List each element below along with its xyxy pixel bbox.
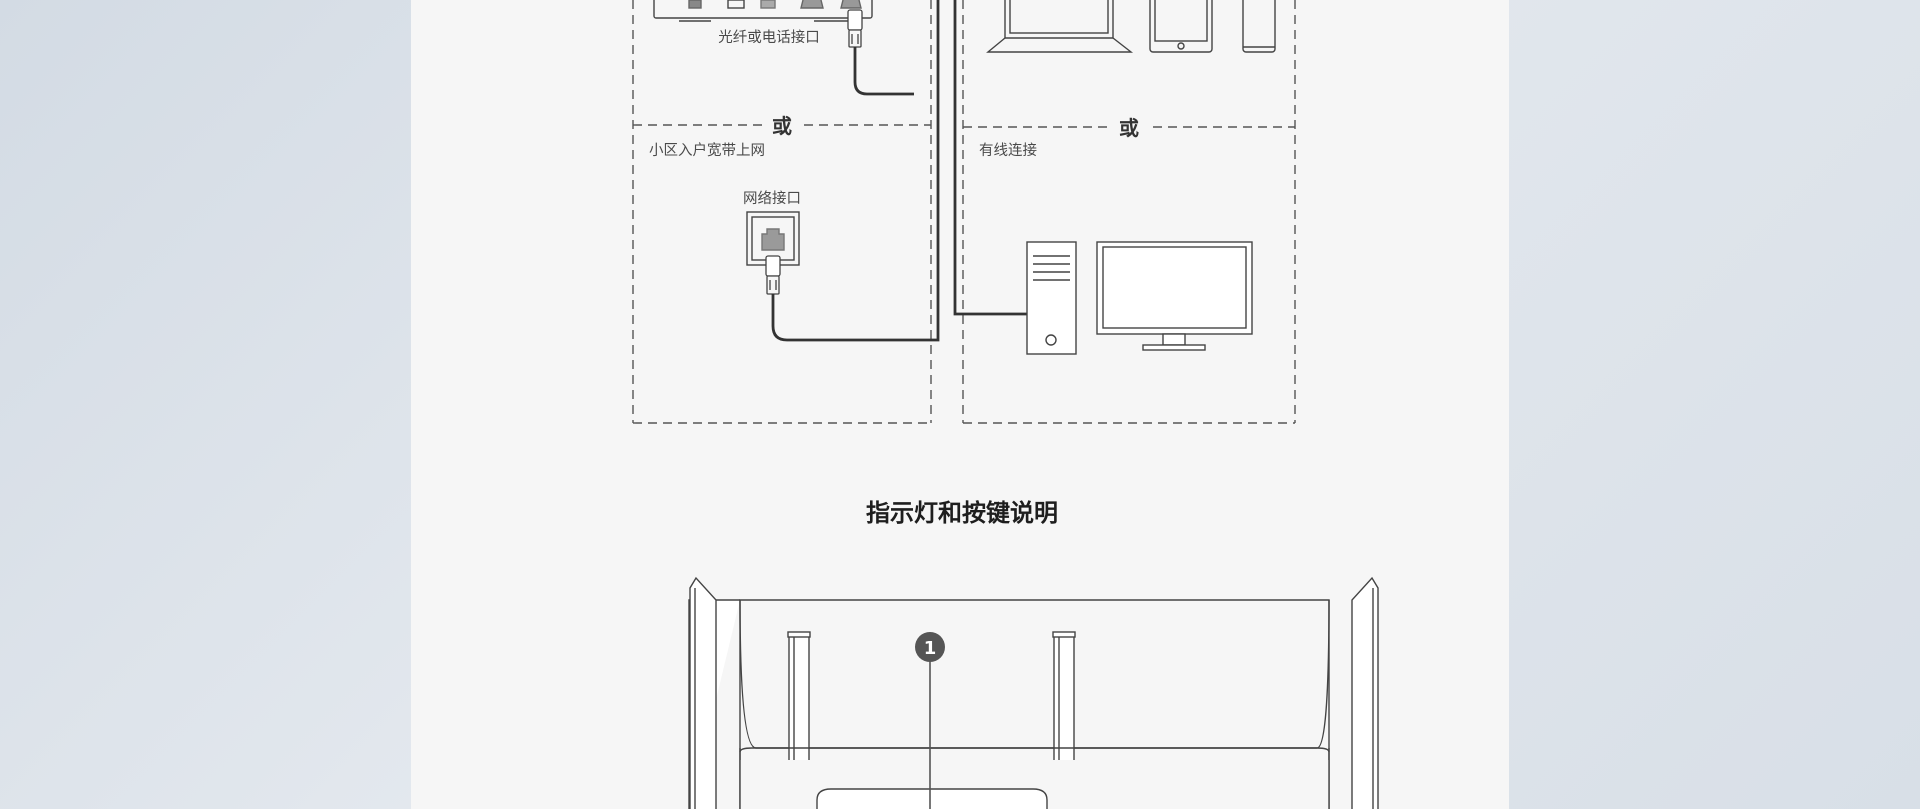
router-top-edge [739,747,1330,753]
tablet-icon [1149,0,1213,53]
callout-number: 1 [924,638,937,659]
or-label-left: 或 [772,114,792,138]
network-port-label: 网络接口 [743,190,801,207]
manual-page: 光纤或电话接口 或 小区入户宽带上网 网络接口 [411,0,1509,809]
monitor-icon [1096,241,1253,351]
antenna-outer-right-icon [1351,576,1379,809]
desktop-cable [953,0,1027,316]
section-title: 指示灯和按键说明 [866,499,1058,527]
fiber-port-label: 光纤或电话接口 [718,29,820,46]
community-broadband-label: 小区入户宽带上网 [649,142,765,159]
wired-connection-label: 有线连接 [979,142,1037,159]
router-panel [816,788,1048,809]
dashed-frames [632,0,1296,424]
wall-jack-plug-icon [765,255,781,295]
modem-icon [653,0,873,22]
antenna-outer-left-icon [689,576,717,809]
phone-icon [1242,0,1276,53]
rj45-plug-icon [847,9,863,48]
laptop-icon [986,0,1134,53]
modem-cable [853,47,914,96]
callout-badge [915,632,945,662]
router-body-sides [739,748,1330,809]
desktop-tower-icon [1026,241,1077,355]
connection-diagram: 光纤或电话接口 或 小区入户宽带上网 网络接口 [632,0,1379,809]
broadband-cable [771,0,940,342]
or-label-right: 或 [1119,116,1139,140]
